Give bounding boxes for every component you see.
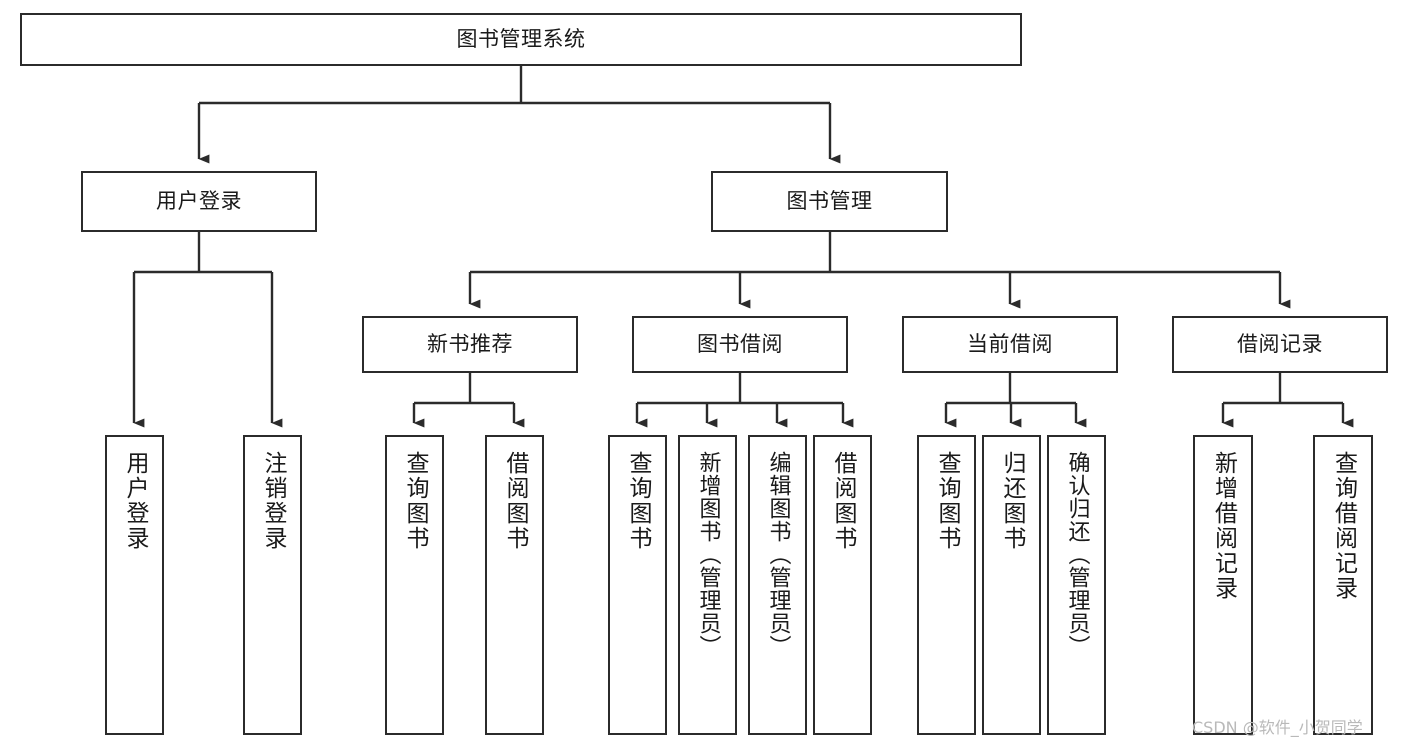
leaf-query-book-3[interactable]: 查询图书 bbox=[917, 435, 976, 735]
node-book-borrow-label: 图书借阅 bbox=[697, 331, 783, 356]
node-root-label: 图书管理系统 bbox=[456, 26, 586, 51]
leaf-user-login-label: 用户登录 bbox=[122, 451, 148, 551]
node-borrow-record[interactable]: 借阅记录 bbox=[1172, 316, 1388, 373]
node-current-borrow[interactable]: 当前借阅 bbox=[902, 316, 1118, 373]
leaf-user-login[interactable]: 用户登录 bbox=[105, 435, 164, 735]
node-current-borrow-label: 当前借阅 bbox=[967, 331, 1053, 356]
leaf-add-book-label: 新增图书（管理员） bbox=[695, 451, 721, 658]
node-user-login[interactable]: 用户登录 bbox=[81, 171, 317, 232]
leaf-borrow-book-1[interactable]: 借阅图书 bbox=[485, 435, 544, 735]
leaf-user-logout-label: 注销登录 bbox=[260, 451, 286, 551]
leaf-borrow-book-2-label: 借阅图书 bbox=[830, 451, 856, 551]
leaf-query-book-2-label: 查询图书 bbox=[625, 451, 651, 551]
leaf-query-book-1-label: 查询图书 bbox=[402, 451, 428, 551]
node-book-borrow[interactable]: 图书借阅 bbox=[632, 316, 848, 373]
leaf-edit-book-label: 编辑图书（管理员） bbox=[765, 451, 791, 658]
leaf-query-record[interactable]: 查询借阅记录 bbox=[1313, 435, 1373, 735]
leaf-borrow-book-2[interactable]: 借阅图书 bbox=[813, 435, 872, 735]
leaf-edit-book[interactable]: 编辑图书（管理员） bbox=[748, 435, 807, 735]
leaf-return-book[interactable]: 归还图书 bbox=[982, 435, 1041, 735]
node-new-book-rec[interactable]: 新书推荐 bbox=[362, 316, 578, 373]
leaf-query-book-1[interactable]: 查询图书 bbox=[385, 435, 444, 735]
node-borrow-record-label: 借阅记录 bbox=[1237, 331, 1323, 356]
leaf-user-logout[interactable]: 注销登录 bbox=[243, 435, 302, 735]
csdn-watermark: CSDN @软件_小贺同学 bbox=[1192, 718, 1363, 737]
leaf-query-record-label: 查询借阅记录 bbox=[1330, 451, 1357, 601]
node-new-book-rec-label: 新书推荐 bbox=[427, 331, 513, 356]
leaf-add-record[interactable]: 新增借阅记录 bbox=[1193, 435, 1253, 735]
leaf-confirm-return[interactable]: 确认归还（管理员） bbox=[1047, 435, 1106, 735]
leaf-confirm-return-label: 确认归还（管理员） bbox=[1064, 451, 1090, 658]
node-user-login-label: 用户登录 bbox=[156, 188, 242, 213]
node-root[interactable]: 图书管理系统 bbox=[20, 13, 1022, 66]
leaf-add-record-label: 新增借阅记录 bbox=[1210, 451, 1237, 601]
node-book-manage-label: 图书管理 bbox=[786, 188, 873, 213]
leaf-borrow-book-1-label: 借阅图书 bbox=[502, 451, 528, 551]
leaf-add-book[interactable]: 新增图书（管理员） bbox=[678, 435, 737, 735]
node-book-manage[interactable]: 图书管理 bbox=[711, 171, 948, 232]
leaf-query-book-3-label: 查询图书 bbox=[934, 451, 960, 551]
leaf-return-book-label: 归还图书 bbox=[999, 451, 1025, 551]
leaf-query-book-2[interactable]: 查询图书 bbox=[608, 435, 667, 735]
